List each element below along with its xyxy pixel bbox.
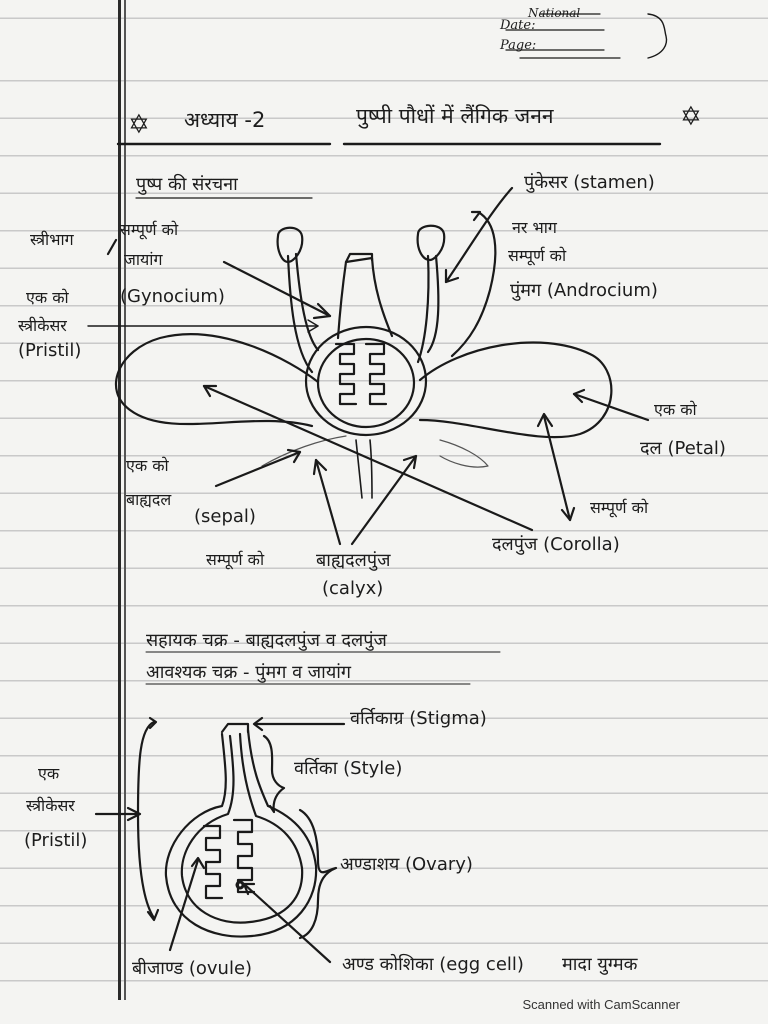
label-pistil-1: (Pristil) — [18, 340, 82, 361]
star-of-david-icon: ✡ — [680, 102, 702, 132]
sepal — [261, 435, 489, 468]
chapter-number: अध्याय -2 — [184, 108, 266, 132]
arrowhead — [470, 210, 482, 222]
label-ovary: अण्डाशय (Ovary) — [340, 854, 473, 875]
label-sampurn-ko-3: सम्पूर्ण को — [590, 498, 649, 517]
arrow-ovule — [168, 858, 200, 952]
label-sampurn-ko-4: सम्पूर्ण को — [206, 550, 265, 569]
star-of-david-icon: ✡ — [128, 110, 150, 140]
flower-ovule — [364, 342, 388, 406]
right-petal — [418, 341, 613, 439]
pistil-ovule — [232, 818, 256, 894]
pedicel — [355, 439, 373, 499]
label-ovule: बीजाण्ड (ovule) — [132, 958, 253, 979]
label-style: वर्तिका (Style) — [294, 758, 403, 779]
label-pistil-2: (Pristil) — [24, 830, 88, 851]
arrowhead — [536, 412, 554, 428]
label-male-part: नर भाग — [512, 218, 557, 237]
arrowhead — [402, 454, 418, 470]
label-ek-ko-3: एक को — [126, 456, 169, 475]
label-egg-cell: अण्ड कोशिका (egg cell) — [342, 954, 524, 975]
label-gynoecium: (Gynocium) — [120, 286, 225, 307]
label-petal: दल (Petal) — [640, 438, 726, 459]
right-filament — [416, 254, 440, 364]
pistil-stigma — [220, 722, 250, 734]
left-filament — [286, 252, 320, 374]
pistil-ovary — [164, 728, 318, 938]
label-stamen: पुंकेसर (stamen) — [524, 172, 655, 193]
arrow-petal — [572, 392, 650, 422]
arrow-pistil-label — [94, 806, 142, 822]
scanner-footer: Scanned with CamScanner — [522, 997, 680, 1012]
pistil-ovary-inner — [180, 732, 304, 924]
arrow-egg-cell — [242, 882, 332, 964]
header-date-label: Date: — [500, 18, 536, 33]
label-gynoecium-hi: जायांग — [124, 250, 163, 269]
label-female-part: स्त्रीभाग — [30, 230, 74, 249]
label-female-gamete: मादा युग्मक — [562, 954, 638, 975]
pistil-ovule — [202, 824, 224, 900]
label-calyx: (calyx) — [322, 578, 384, 599]
margin-line — [118, 0, 121, 1000]
flower-ovary-inner — [316, 337, 416, 429]
label-sampurn-ko-1: सम्पूर्ण को — [508, 246, 567, 265]
arrowhead — [312, 302, 332, 320]
arrowhead — [148, 716, 158, 730]
flower-structure-heading: पुष्प की संरचना — [136, 174, 238, 195]
label-corolla: दलपुंज (Corolla) — [492, 534, 620, 555]
arrowhead — [202, 384, 218, 398]
arrowhead — [444, 268, 460, 284]
arrowhead — [252, 716, 264, 732]
label-pistil-hi-2: स्त्रीकेसर — [26, 796, 75, 815]
arrow-stamen — [444, 186, 514, 284]
label-stigma: वर्तिकाग्र (Stigma) — [350, 708, 487, 729]
arrow-sepal — [214, 450, 302, 488]
header-national: National — [528, 6, 581, 20]
flower-ovule — [334, 342, 358, 406]
header-brace — [647, 13, 668, 59]
arrow-androecium-bracket — [450, 210, 497, 358]
chapter-title: पुष्पी पौधों में लैंगिक जनन — [356, 104, 554, 128]
label-pistil-hi-1: स्त्रीकेसर — [18, 316, 67, 335]
bracket-ovary — [298, 808, 338, 940]
arrowhead — [307, 319, 319, 333]
label-sampurn-ko-2: सम्पूर्ण को — [120, 220, 179, 239]
arrowhead — [572, 388, 586, 404]
arrowhead — [146, 908, 160, 922]
left-anther — [276, 226, 304, 264]
label-androecium: पुंमग (Androcium) — [510, 280, 658, 301]
arrowhead — [560, 506, 576, 522]
label-ek: एक — [38, 764, 60, 783]
flower-stigma — [344, 252, 374, 264]
egg-cell-dot — [235, 880, 245, 890]
notes-underline — [145, 651, 501, 685]
arrow-female-part — [106, 238, 118, 256]
label-ek-ko-1: एक को — [26, 288, 69, 307]
right-anther — [416, 224, 446, 262]
arrowhead — [286, 448, 302, 464]
bracket-style — [262, 734, 286, 814]
left-petal — [114, 333, 320, 428]
arrowhead — [190, 856, 206, 870]
arrowhead — [312, 458, 328, 476]
note-accessory-whorl: सहायक चक्र - बाह्यदलपुंज व दलपुंज — [146, 630, 387, 651]
arrow-calyx-left — [314, 458, 342, 546]
label-sepal-hi: बाह्यदल — [126, 490, 172, 509]
margin-line-inner — [124, 0, 126, 1000]
arrow-corolla-petal — [202, 384, 534, 532]
arrow-calyx-right — [350, 454, 418, 546]
label-ek-ko-2: एक को — [654, 400, 697, 419]
bracket-pistil — [136, 720, 156, 920]
arrow-gynoecium — [222, 260, 332, 318]
header-line — [505, 13, 621, 59]
header-page-label: Page: — [500, 38, 537, 53]
label-calyx-hi: बाह्यदलपुंज — [316, 550, 391, 571]
arrow-corolla — [542, 414, 572, 522]
label-sepal: (sepal) — [194, 506, 256, 527]
note-essential-whorl: आवश्यक चक्र - पुंमग व जायांग — [146, 662, 352, 683]
flower-ovary — [304, 325, 428, 437]
